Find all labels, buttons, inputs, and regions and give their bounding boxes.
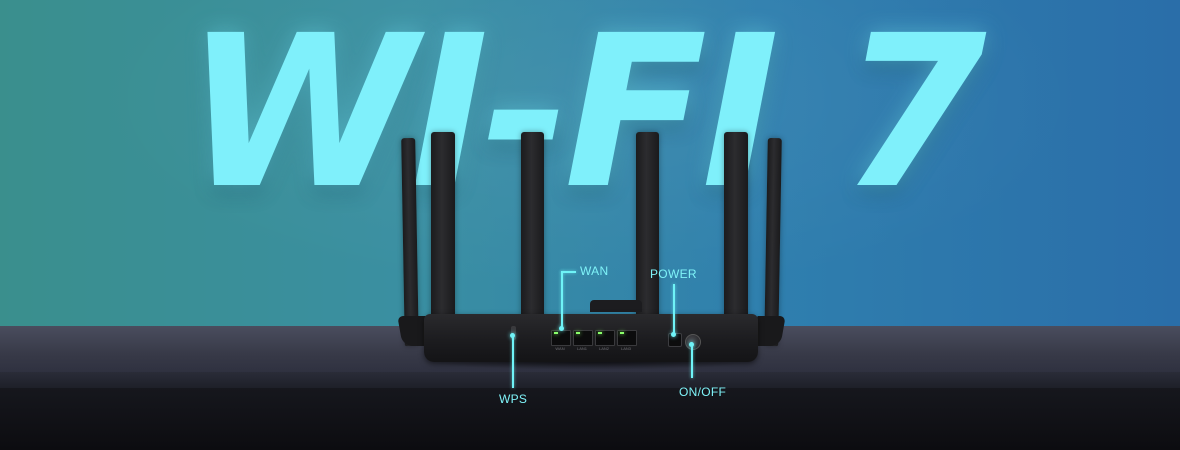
antenna-3 bbox=[521, 132, 544, 328]
wan-callout-label: WAN bbox=[580, 264, 609, 278]
wan-callout-dot bbox=[559, 326, 564, 331]
onoff-callout-label: ON/OFF bbox=[679, 385, 727, 399]
onoff-callout-line bbox=[691, 344, 693, 378]
port-caption: LAN3 bbox=[620, 346, 631, 351]
antenna-2 bbox=[431, 132, 455, 330]
power-callout-dot bbox=[671, 332, 676, 337]
port-caption: LAN2 bbox=[598, 346, 609, 351]
wan-callout-line-horizontal bbox=[561, 271, 576, 273]
port-led bbox=[554, 332, 558, 334]
wan-callout-line-vertical bbox=[561, 271, 563, 328]
antenna-5 bbox=[724, 132, 748, 330]
wan-port bbox=[551, 330, 571, 346]
port-led bbox=[620, 332, 624, 334]
port-led bbox=[598, 332, 602, 334]
wps-callout-dot bbox=[510, 333, 515, 338]
port-caption: WAN bbox=[555, 346, 565, 351]
antenna-4 bbox=[636, 132, 659, 328]
onoff-callout-dot bbox=[689, 342, 694, 347]
lan-port-2 bbox=[595, 330, 615, 346]
lan-port-3 bbox=[617, 330, 637, 346]
headline-wifi-7: WI-FI 7 bbox=[185, 0, 987, 235]
shelf-edge bbox=[0, 372, 1180, 388]
port-led bbox=[576, 332, 580, 334]
wps-callout-line bbox=[512, 336, 514, 388]
power-callout-label: POWER bbox=[650, 267, 697, 281]
wps-callout-label: WPS bbox=[499, 392, 528, 406]
shelf-front bbox=[0, 388, 1180, 450]
power-callout-line bbox=[673, 284, 675, 334]
background-wall bbox=[0, 0, 1180, 330]
router-top bbox=[590, 300, 642, 312]
port-caption: LAN1 bbox=[576, 346, 587, 351]
lan-port-1 bbox=[573, 330, 593, 346]
